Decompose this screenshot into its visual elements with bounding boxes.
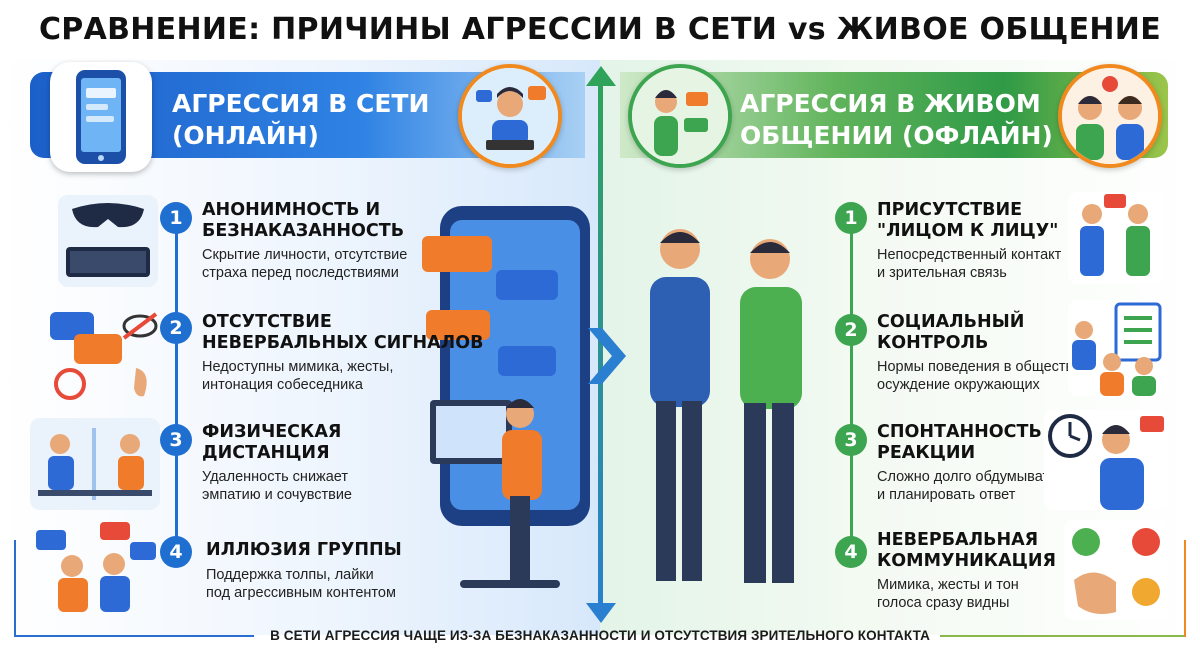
left-item-1-title: АНОНИМНОСТЬ И БЕЗНАКАЗАННОСТЬ	[202, 200, 405, 241]
right-item-2-number: 2	[835, 314, 867, 346]
right-item-4-title: НЕВЕРБАЛЬНАЯ КОММУНИКАЦИЯ	[877, 530, 1056, 571]
footer-border-bottom-left	[14, 635, 254, 637]
left-item-1-number: 1	[160, 202, 192, 234]
left-item-2-desc: Недоступны мимика, жесты, интонация собе…	[202, 359, 394, 393]
mask-keyboard-icon	[58, 195, 158, 287]
distant-desks-icon	[30, 418, 160, 510]
left-item-3-title: ФИЗИЧЕСКАЯ ДИСТАНЦИЯ	[202, 422, 342, 463]
two-people-angry-icon	[1068, 192, 1164, 284]
two-men-arguing-illustration	[650, 229, 802, 583]
right-item-3-title: СПОНТАННОСТЬ РЕАКЦИИ	[877, 422, 1042, 463]
left-item-4-title: ИЛЛЮЗИЯ ГРУППЫ	[206, 540, 402, 560]
group-checklist-icon	[1068, 300, 1168, 396]
left-item-3-desc: Удаленность снижает эмпатию и сочувствие	[202, 469, 352, 503]
right-item-1-number: 1	[835, 202, 867, 234]
chevron-right-icon	[588, 328, 626, 384]
right-item-4-desc: Мимика, жесты и тон голоса сразу видны	[877, 577, 1019, 611]
smartphone-icon	[50, 62, 152, 172]
right-timeline	[850, 220, 853, 565]
offline-header-title: АГРЕССИЯ В ЖИВОМ ОБЩЕНИИ (ОФЛАЙН)	[740, 89, 1053, 150]
right-item-3-number: 3	[835, 424, 867, 456]
clock-angry-man-icon	[1044, 410, 1168, 510]
right-item-2-desc: Нормы поведения в обществе, осуждение ок…	[877, 359, 1086, 393]
footer-border-right	[1184, 540, 1186, 637]
left-item-4-desc: Поддержка толпы, лайки под агрессивным к…	[206, 567, 396, 601]
page-title: СРАВНЕНИЕ: ПРИЧИНЫ АГРЕССИИ В СЕТИ vs ЖИ…	[38, 12, 1161, 47]
arrow-up-icon	[586, 66, 616, 86]
right-item-1-desc: Непосредственный контакт и зрительная св…	[877, 247, 1062, 281]
right-item-2-title: СОЦИАЛЬНЫЙ КОНТРОЛЬ	[877, 312, 1025, 353]
face-to-face-argument-icon	[1058, 64, 1162, 168]
left-timeline	[175, 220, 178, 565]
left-item-1-desc: Скрытие личности, отсутствие страха пере…	[202, 247, 408, 281]
emotion-faces-hand-icon	[1064, 520, 1168, 620]
angry-typing-person-icon	[458, 64, 562, 168]
phone-chat-illustration	[422, 206, 590, 588]
left-item-2-title: ОТСУТСТВИЕ НЕВЕРБАЛЬНЫХ СИГНАЛОВ	[202, 312, 484, 353]
online-header-title: АГРЕССИЯ В СЕТИ (ОНЛАЙН)	[172, 89, 430, 150]
chat-bubbles-hidden-eye-ear-icon	[40, 306, 160, 404]
footer-summary: В СЕТИ АГРЕССИЯ ЧАЩЕ ИЗ-ЗА БЕЗНАКАЗАННОС…	[270, 628, 930, 643]
left-item-4-number: 4	[160, 536, 192, 568]
right-item-4-number: 4	[835, 536, 867, 568]
two-people-talking-icon	[628, 64, 732, 168]
group-with-chats-icon	[30, 520, 160, 612]
right-item-1-title: ПРИСУТСТВИЕ "ЛИЦОМ К ЛИЦУ"	[877, 200, 1059, 241]
left-item-3-number: 3	[160, 424, 192, 456]
footer-border-bottom-right	[940, 635, 1185, 637]
arrow-down-icon	[586, 603, 616, 623]
center-divider-arrow	[598, 80, 603, 615]
left-item-2-number: 2	[160, 312, 192, 344]
footer-border-left	[14, 540, 16, 636]
right-item-3-desc: Сложно долго обдумывать и планировать от…	[877, 469, 1057, 503]
